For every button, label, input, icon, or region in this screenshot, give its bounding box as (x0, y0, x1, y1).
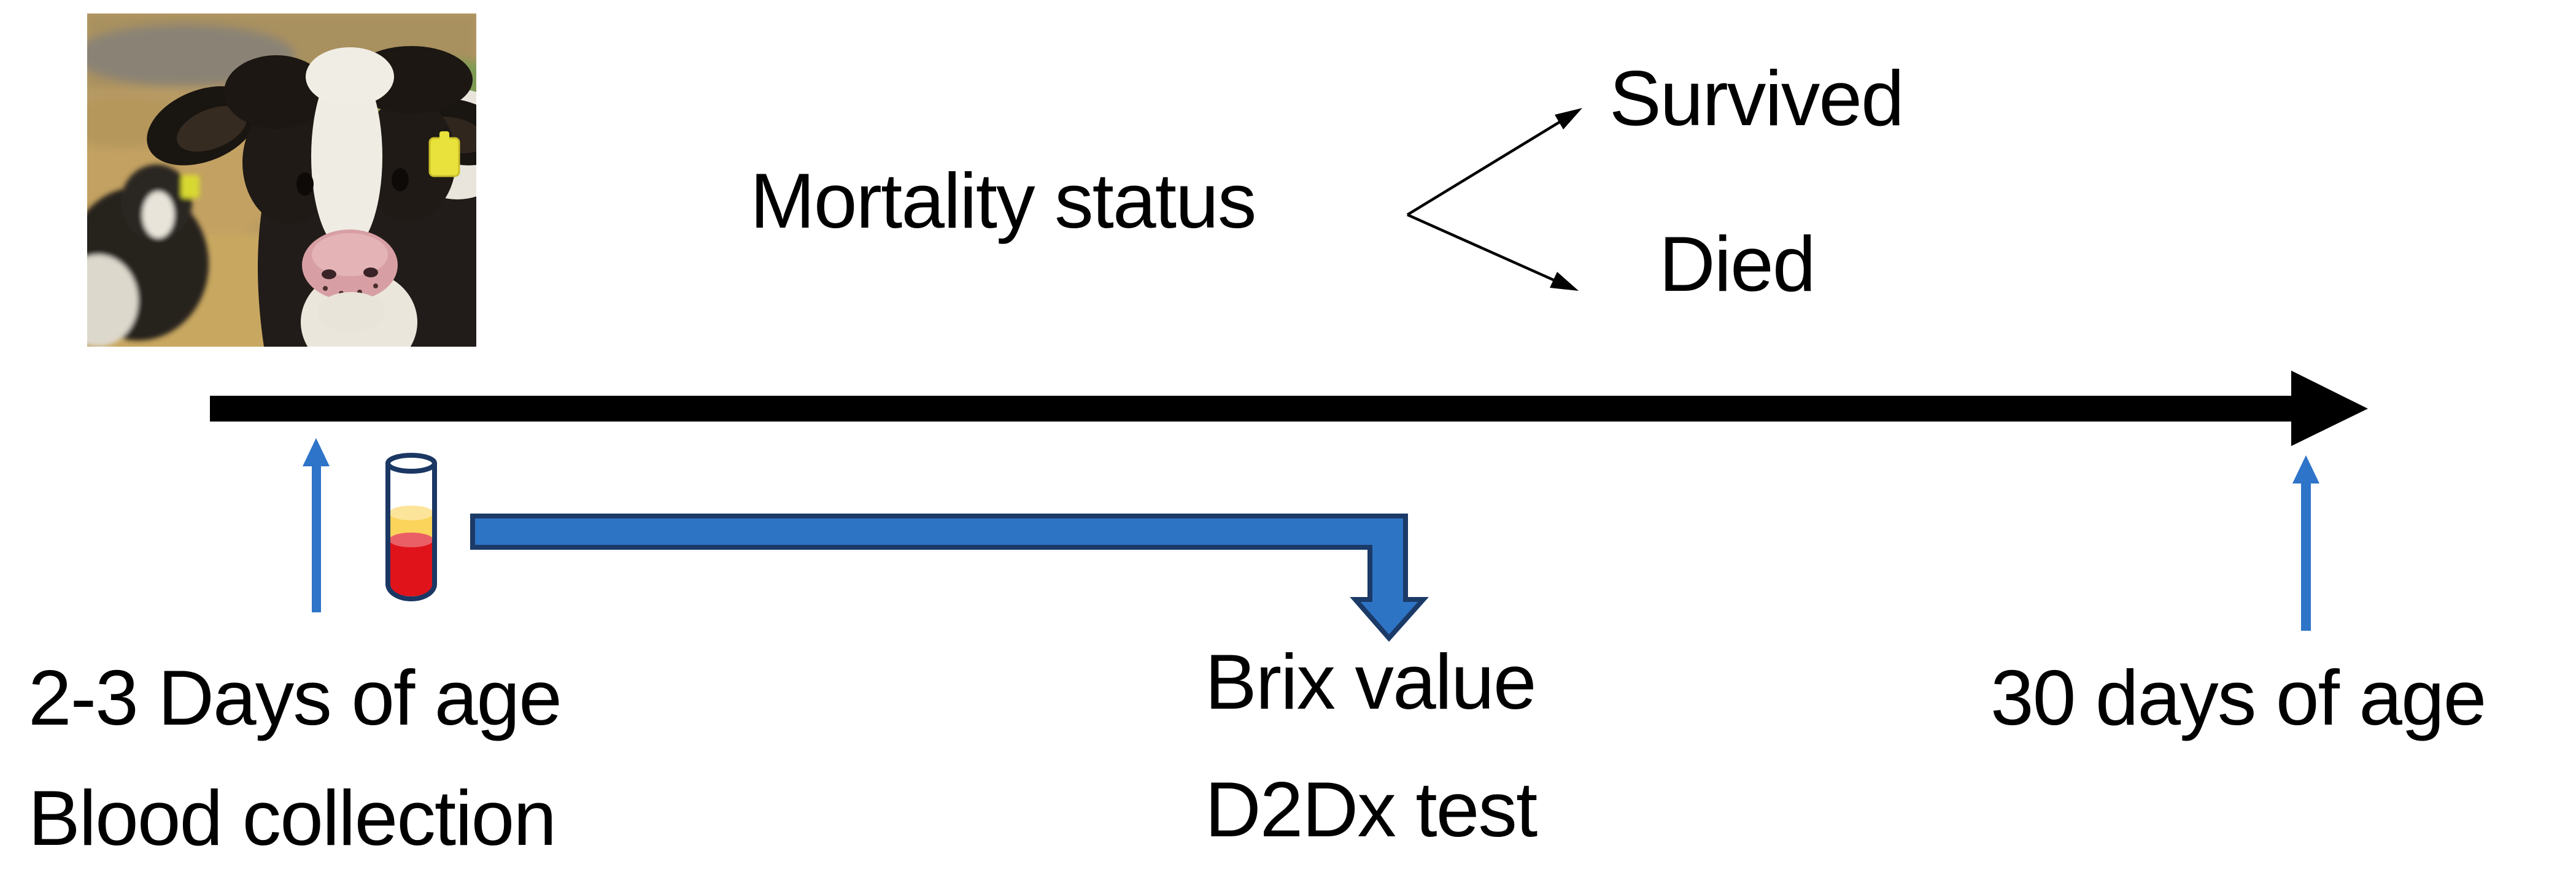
branch-arrow-died (1407, 213, 1579, 291)
main-calf (147, 46, 476, 347)
end-age-label: 30 days of age (1990, 654, 2486, 741)
calf-eye (296, 172, 314, 196)
blood-collection-label: Blood collection (28, 774, 557, 861)
calf-muzzle (302, 229, 398, 301)
mortality-status-label: Mortality status (750, 157, 1256, 244)
brix-value-label: Brix value (1205, 638, 1536, 725)
calf-eye (392, 168, 409, 191)
ear-tag-icon (428, 131, 460, 177)
d2dx-test-label: D2Dx test (1205, 766, 1537, 853)
start-age-label: 2-3 Days of age (28, 654, 562, 741)
blood-tube-icon (385, 453, 437, 601)
up-arrow-right-icon (2292, 455, 2319, 631)
branch-arrow-survived (1406, 108, 1582, 216)
second-calf (87, 164, 209, 347)
up-arrow-left-icon (303, 438, 330, 612)
timeline-arrow-icon (210, 371, 2368, 446)
calf-photo (87, 13, 476, 347)
elbow-down-arrow-icon (470, 514, 1429, 642)
died-label: Died (1659, 220, 1816, 307)
survived-label: Survived (1609, 55, 1905, 142)
